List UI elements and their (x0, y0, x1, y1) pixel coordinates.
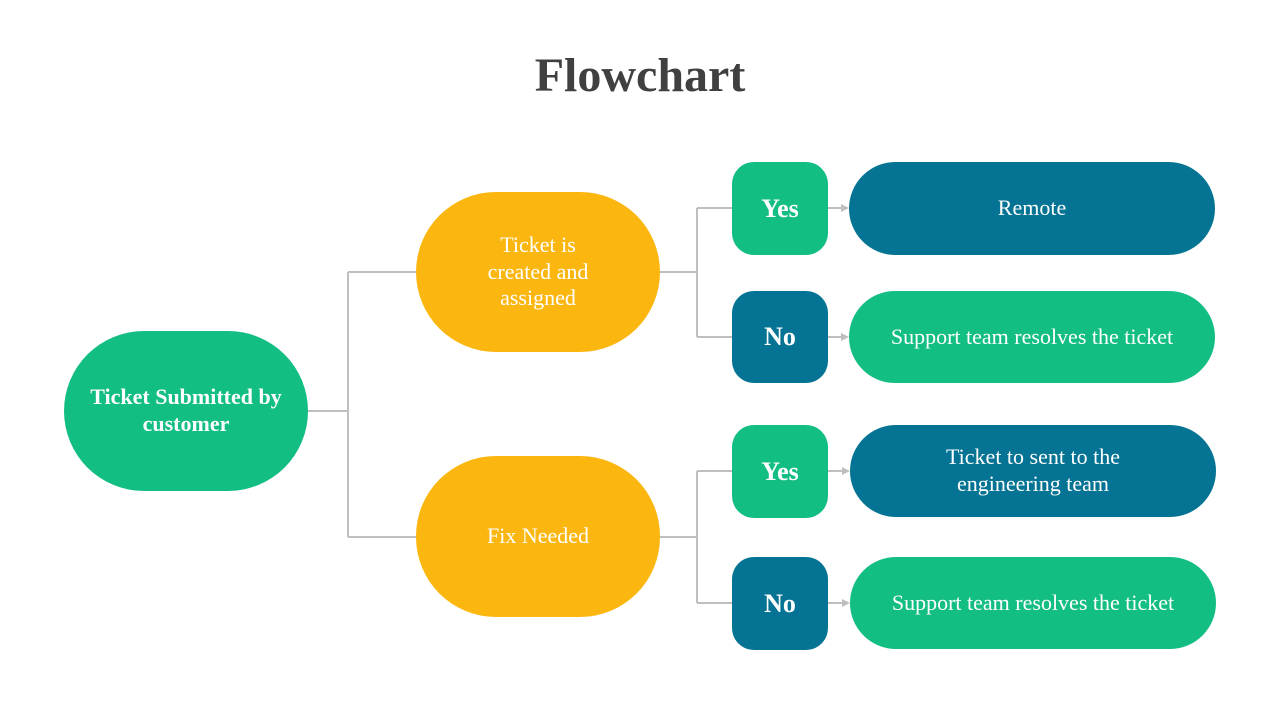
outcome-label: Ticket to sent to the engineering team (946, 444, 1120, 496)
start-node-label: Ticket Submitted by customer (90, 384, 282, 436)
decision-yes-node: Yes (732, 162, 828, 255)
outcome-support-resolves: Support team resolves the ticket (850, 557, 1216, 649)
connector-branch-2-spine (660, 471, 698, 603)
outcome-label: Remote (997, 195, 1067, 221)
arrowhead-icon (841, 333, 849, 341)
connector-branch-1-spine (660, 208, 698, 337)
branch-node-fix-needed: Fix Needed (416, 456, 660, 617)
branch-node-label: Fix Needed (486, 523, 590, 549)
branch-node-label: Ticket is created and assigned (487, 231, 589, 311)
outcome-label: Support team resolves the ticket (890, 323, 1174, 349)
start-node: Ticket Submitted by customer (64, 331, 308, 491)
outcome-remote: Remote (849, 162, 1215, 255)
decision-no-node: No (732, 291, 828, 383)
decision-yes-node: Yes (732, 425, 828, 518)
arrowhead-icon (842, 467, 850, 475)
arrowhead-icon (841, 204, 849, 212)
page-title: Flowchart (534, 49, 746, 102)
outcome-support-resolves: Support team resolves the ticket (849, 291, 1215, 383)
decision-label: Yes (761, 456, 799, 486)
decision-label: Yes (761, 193, 799, 223)
outcome-label: Support team resolves the ticket (891, 589, 1175, 615)
arrowhead-icon (842, 599, 850, 607)
decision-label: No (764, 588, 796, 618)
branch-node-ticket-created: Ticket is created and assigned (416, 192, 660, 352)
decision-label: No (764, 322, 796, 352)
outcome-sent-to-engineering: Ticket to sent to the engineering team (850, 425, 1216, 517)
decision-no-node: No (732, 557, 828, 650)
